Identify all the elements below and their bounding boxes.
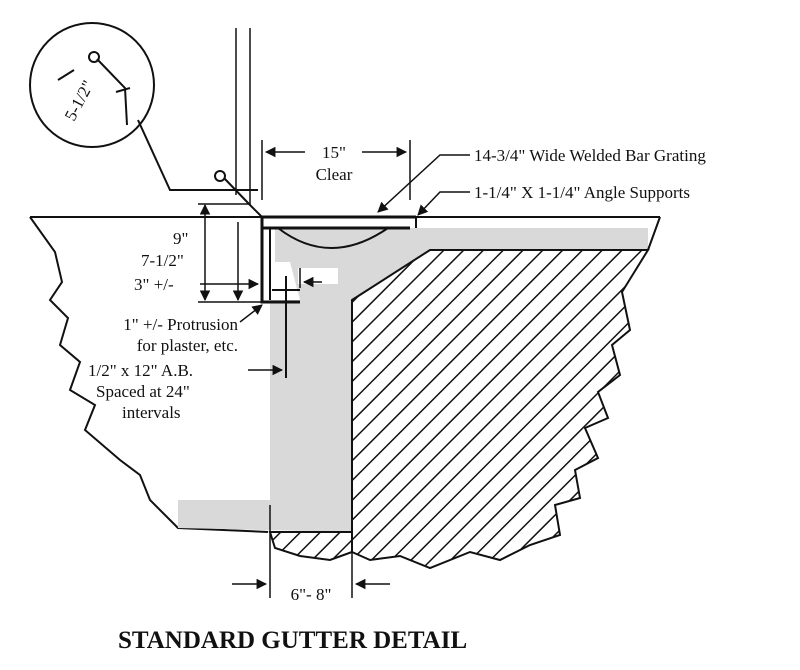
- dim-3-label: 3" +/-: [134, 275, 174, 294]
- detail-circle: [29, 22, 155, 148]
- deck-right-edge: [647, 216, 661, 251]
- dim-9-label: 9": [173, 229, 188, 248]
- grating-label: 14-3/4" Wide Welded Bar Grating: [474, 146, 706, 165]
- bracket-offset-label: 5-1/2": [61, 77, 98, 124]
- detail-bracket: [96, 58, 131, 126]
- detail-mark: [57, 69, 75, 81]
- bolt-label-2: Spaced at 24": [96, 382, 190, 401]
- soil-left: [29, 216, 269, 533]
- hatched-base: [268, 531, 353, 562]
- angle-label: 1-1/4" X 1-1/4" Angle Supports: [474, 183, 690, 202]
- protrusion-leader: [239, 304, 263, 323]
- clear-word-label: Clear: [316, 165, 353, 184]
- bolt-label-3: intervals: [122, 403, 181, 422]
- plaster-left: [270, 300, 300, 500]
- concrete-base: [178, 500, 352, 532]
- lip-bracket: [223, 177, 263, 218]
- clear-dim-label: 15": [322, 143, 346, 162]
- protrusion-label-2: for plaster, etc.: [137, 336, 238, 355]
- protrusion-label-1: 1" +/- Protrusion: [123, 315, 238, 334]
- angle-leader: [417, 191, 470, 216]
- hatched-block: [351, 249, 650, 570]
- dim-75-label: 7-1/2": [141, 251, 184, 270]
- gutter-curve: [277, 227, 389, 249]
- bolt-label-1: 1/2" x 12" A.B.: [88, 361, 193, 380]
- drawing-title: STANDARD GUTTER DETAIL: [118, 627, 467, 654]
- lip-pin: [214, 170, 226, 182]
- circle-leader: [137, 119, 258, 191]
- concrete-fill: [275, 228, 648, 500]
- grating-leader: [377, 154, 470, 213]
- detail-pin: [88, 51, 100, 63]
- wall-dim-label: 6"- 8": [291, 585, 332, 604]
